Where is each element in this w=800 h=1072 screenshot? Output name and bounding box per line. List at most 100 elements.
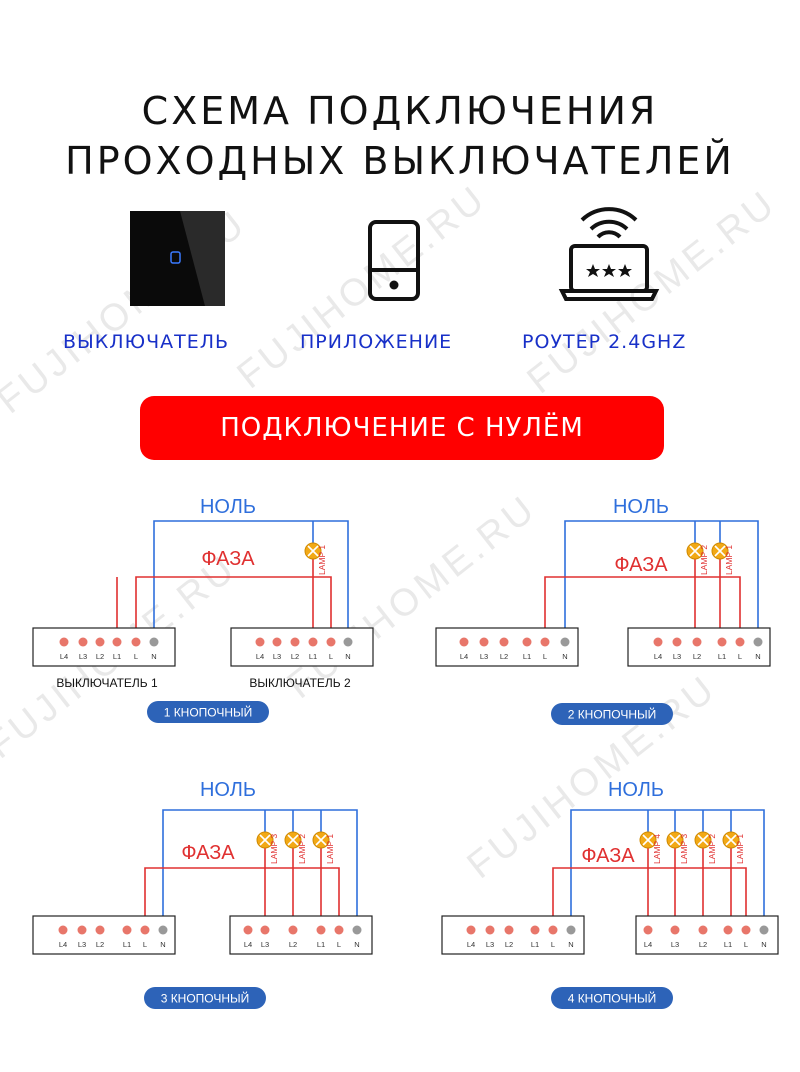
terminal-dot	[122, 925, 132, 935]
terminal-dot	[459, 637, 469, 647]
terminal-label: L	[143, 940, 147, 949]
lamp-4: LAMP 1	[722, 831, 745, 864]
button-count-label: 4 КНОПОЧНЫЙ	[568, 991, 657, 1006]
phase-wire	[135, 576, 332, 642]
terminal-dot	[466, 925, 476, 935]
terminal-label: L2	[699, 940, 707, 949]
lamp-label: LAMP 1	[317, 545, 327, 575]
terminal-label: N	[160, 940, 165, 949]
lamp-cross-icon	[287, 834, 299, 846]
terminal-dot	[723, 925, 733, 935]
switch-terminal-block	[635, 915, 779, 955]
lamp-cross-icon	[307, 545, 319, 557]
lamp-1: LAMP 1	[304, 542, 327, 575]
lamp-label: LAMP 2	[297, 834, 307, 864]
lamp-cross-icon	[259, 834, 271, 846]
lamp-label: LAMP 4	[652, 834, 662, 864]
terminal-label: L1	[309, 652, 317, 661]
phase-label: ФАЗА	[614, 554, 668, 576]
lamp-2: LAMP 3	[666, 831, 689, 864]
terminal-dot	[149, 637, 159, 647]
lamp-2: LAMP 2	[284, 831, 307, 864]
lamp-1: LAMP 3	[256, 831, 279, 864]
terminal-label: L2	[291, 652, 299, 661]
terminal-dot	[308, 637, 318, 647]
terminal-label: L3	[671, 940, 679, 949]
terminal-label: L1	[724, 940, 732, 949]
lamp-label: LAMP 2	[707, 834, 717, 864]
terminal-dot	[260, 925, 270, 935]
terminal-dot	[672, 637, 682, 647]
phase-label: ФАЗА	[181, 842, 235, 864]
phase-wire	[552, 867, 747, 930]
terminal-label: N	[345, 652, 350, 661]
lamp-2: LAMP 1	[711, 542, 734, 575]
connection-banner: ПОДКЛЮЧЕНИЕ С НУЛЁМ	[140, 396, 664, 460]
icon-label-router: РОУТЕР 2.4GHZ	[522, 331, 687, 353]
phase-wire	[144, 867, 340, 930]
lamp-1: LAMP 4	[639, 831, 662, 864]
terminal-label: L2	[693, 652, 701, 661]
lamp-label: LAMP 2	[699, 545, 709, 575]
terminal-label: L1	[531, 940, 539, 949]
terminal-label: N	[151, 652, 156, 661]
terminal-dot	[692, 637, 702, 647]
terminal-dot	[334, 925, 344, 935]
terminal-label: L3	[273, 652, 281, 661]
icon-label-switch: ВЫКЛЮЧАТЕЛЬ	[63, 331, 230, 353]
terminal-label: L	[329, 652, 333, 661]
terminal-label: L4	[60, 652, 68, 661]
lamp-cross-icon	[714, 545, 726, 557]
terminal-label: L4	[644, 940, 652, 949]
lamp-label: LAMP 3	[269, 834, 279, 864]
terminal-dot	[352, 925, 362, 935]
neutral-wire	[564, 520, 759, 642]
terminal-dot	[522, 637, 532, 647]
lamp-cross-icon	[689, 545, 701, 557]
terminal-label: L1	[113, 652, 121, 661]
terminal-dot	[343, 637, 353, 647]
phase-label: ФАЗА	[581, 845, 635, 867]
terminal-dot	[504, 925, 514, 935]
neutral-wire	[153, 520, 349, 642]
terminal-label: L2	[505, 940, 513, 949]
lamp-3: LAMP 1	[312, 831, 335, 864]
terminal-dot	[753, 637, 763, 647]
terminal-dot	[255, 637, 265, 647]
title-line-1: СХЕМА ПОДКЛЮЧЕНИЯ	[141, 89, 659, 133]
terminal-dot	[499, 637, 509, 647]
lamp-cross-icon	[642, 834, 654, 846]
terminal-label: L3	[261, 940, 269, 949]
lamp-cross-icon	[697, 834, 709, 846]
terminal-dot	[272, 637, 282, 647]
terminal-label: N	[761, 940, 766, 949]
terminal-dot	[243, 925, 253, 935]
terminal-label: L2	[500, 652, 508, 661]
terminal-dot	[95, 925, 105, 935]
button-count-badge	[551, 987, 673, 1009]
terminal-dot	[643, 925, 653, 935]
lamp-label: LAMP 1	[735, 834, 745, 864]
neutral-label: НОЛЬ	[200, 496, 256, 518]
terminal-dot	[95, 637, 105, 647]
neutral-wire	[570, 809, 765, 930]
terminal-label: L4	[460, 652, 468, 661]
button-count-label: 1 КНОПОЧНЫЙ	[164, 705, 253, 720]
terminal-label: L3	[79, 652, 87, 661]
button-count-badge	[144, 987, 266, 1009]
terminal-dot	[485, 925, 495, 935]
terminal-label: L4	[244, 940, 252, 949]
switch-terminal-block	[627, 627, 771, 667]
terminal-label: N	[562, 652, 567, 661]
terminal-dot	[58, 925, 68, 935]
terminal-label: N	[755, 652, 760, 661]
